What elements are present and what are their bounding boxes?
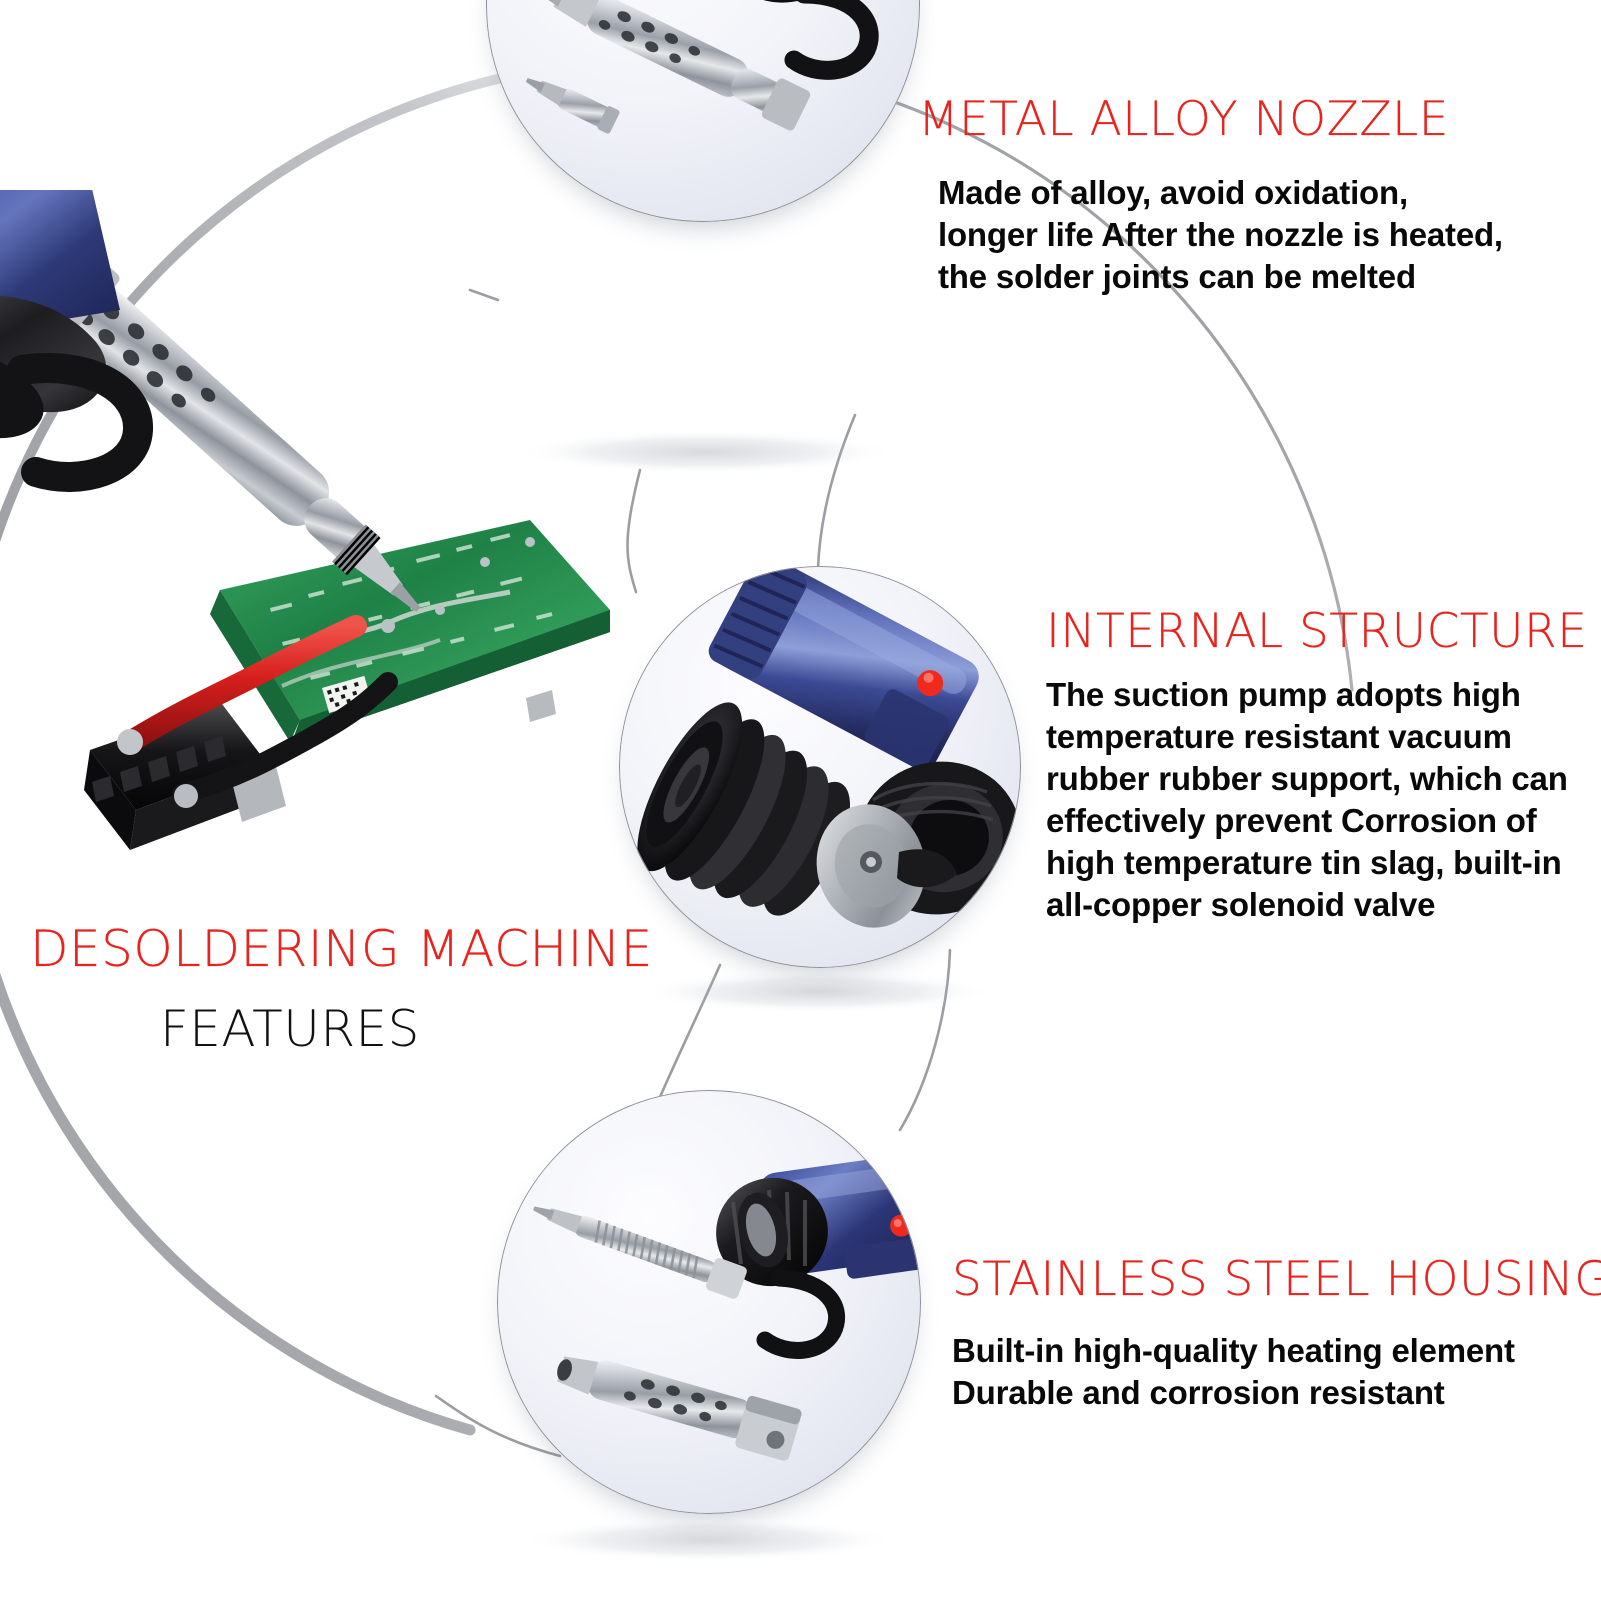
page-title: DESOLDERING MACHINE bbox=[30, 920, 653, 978]
solenoid-valve-disc bbox=[816, 804, 957, 928]
connector-block bbox=[84, 704, 286, 850]
feature-heading-stainless-steel-housing: STAINLESS STEEL HOUSING bbox=[952, 1252, 1601, 1307]
feature-photo-internal-structure bbox=[619, 566, 1021, 968]
page-subtitle: FEATURES bbox=[160, 1000, 420, 1058]
feature-photo-metal-alloy-nozzle bbox=[486, 0, 920, 222]
red-wire bbox=[119, 615, 367, 753]
feature-body-line: rubber rubber support, which can bbox=[1046, 760, 1568, 797]
feature-body-line: The suction pump adopts high bbox=[1046, 676, 1521, 713]
shadow-mid bbox=[640, 971, 996, 1013]
feature-body-metal-alloy-nozzle: Made of alloy, avoid oxidation, longer l… bbox=[938, 172, 1503, 298]
feature-body-line: effectively prevent Corrosion of bbox=[1046, 802, 1537, 839]
hero-product-image bbox=[0, 180, 610, 910]
black-wire bbox=[172, 672, 398, 804]
feature-body-line: Built-in high-quality heating element bbox=[952, 1332, 1515, 1369]
heating-element bbox=[533, 1206, 747, 1299]
spare-nozzle-tip bbox=[525, 78, 620, 134]
feature-body-line: longer life After the nozzle is heated, bbox=[938, 216, 1503, 253]
feature-body-line: the solder joints can be melted bbox=[938, 258, 1416, 295]
feature-heading-metal-alloy-nozzle: METAL ALLOY NOZZLE bbox=[918, 92, 1449, 147]
feature-photo-stainless-steel-housing bbox=[497, 1090, 921, 1514]
feature-body-internal-structure: The suction pump adopts high temperature… bbox=[1046, 674, 1568, 926]
feature-body-line: high temperature tin slag, built-in bbox=[1046, 844, 1562, 881]
shadow-bottom bbox=[520, 1518, 896, 1562]
pcb-board bbox=[210, 520, 610, 742]
feature-heading-internal-structure: INTERNAL STRUCTURE bbox=[1046, 604, 1588, 659]
knurled-cap-bottom bbox=[716, 1177, 828, 1287]
feature-body-line: temperature resistant vacuum bbox=[1046, 718, 1512, 755]
rubber-bellows bbox=[637, 702, 851, 916]
feature-body-stainless-steel-housing: Built-in high-quality heating element Du… bbox=[952, 1330, 1515, 1414]
feature-body-line: all-copper solenoid valve bbox=[1046, 886, 1436, 923]
stainless-steel-housing-part bbox=[557, 1356, 802, 1461]
alloy-nozzle bbox=[536, 0, 811, 131]
shadow-top bbox=[516, 430, 896, 474]
gun-body bbox=[0, 180, 153, 492]
feature-body-line: Made of alloy, avoid oxidation, bbox=[938, 174, 1408, 211]
feature-body-line: Durable and corrosion resistant bbox=[952, 1374, 1445, 1411]
